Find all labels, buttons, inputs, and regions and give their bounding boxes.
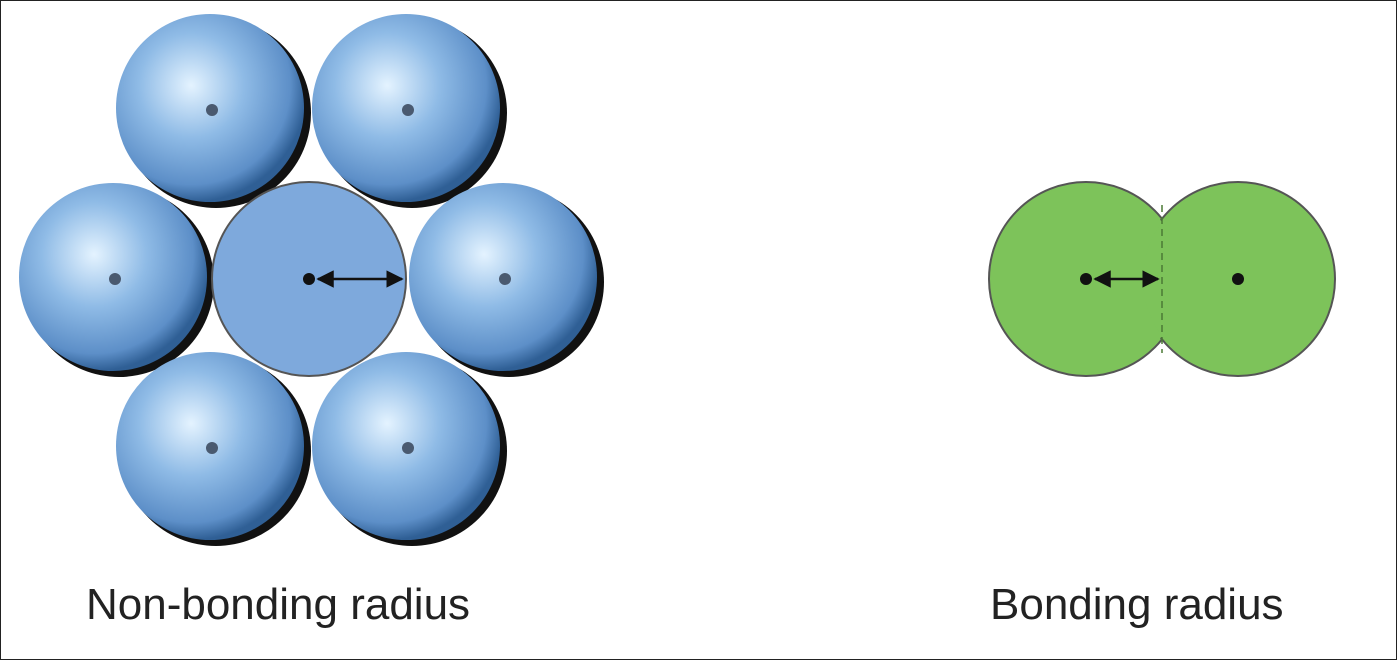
bonding-radius-label: Bonding radius: [990, 580, 1284, 629]
non-bonding-cluster: [19, 14, 604, 546]
bonding-molecule: [988, 181, 1336, 377]
nucleus-atom-left: [1080, 273, 1092, 285]
nucleus-bottom-right: [402, 442, 414, 454]
nucleus-center: [303, 273, 315, 285]
nucleus-atom-right: [1232, 273, 1244, 285]
non-bonding-radius-label: Non-bonding radius: [86, 580, 471, 629]
nucleus-top-left: [206, 104, 218, 116]
nucleus-bottom-left: [206, 442, 218, 454]
nucleus-top-right: [402, 104, 414, 116]
nucleus-mid-left: [109, 273, 121, 285]
nucleus-mid-right: [499, 273, 511, 285]
